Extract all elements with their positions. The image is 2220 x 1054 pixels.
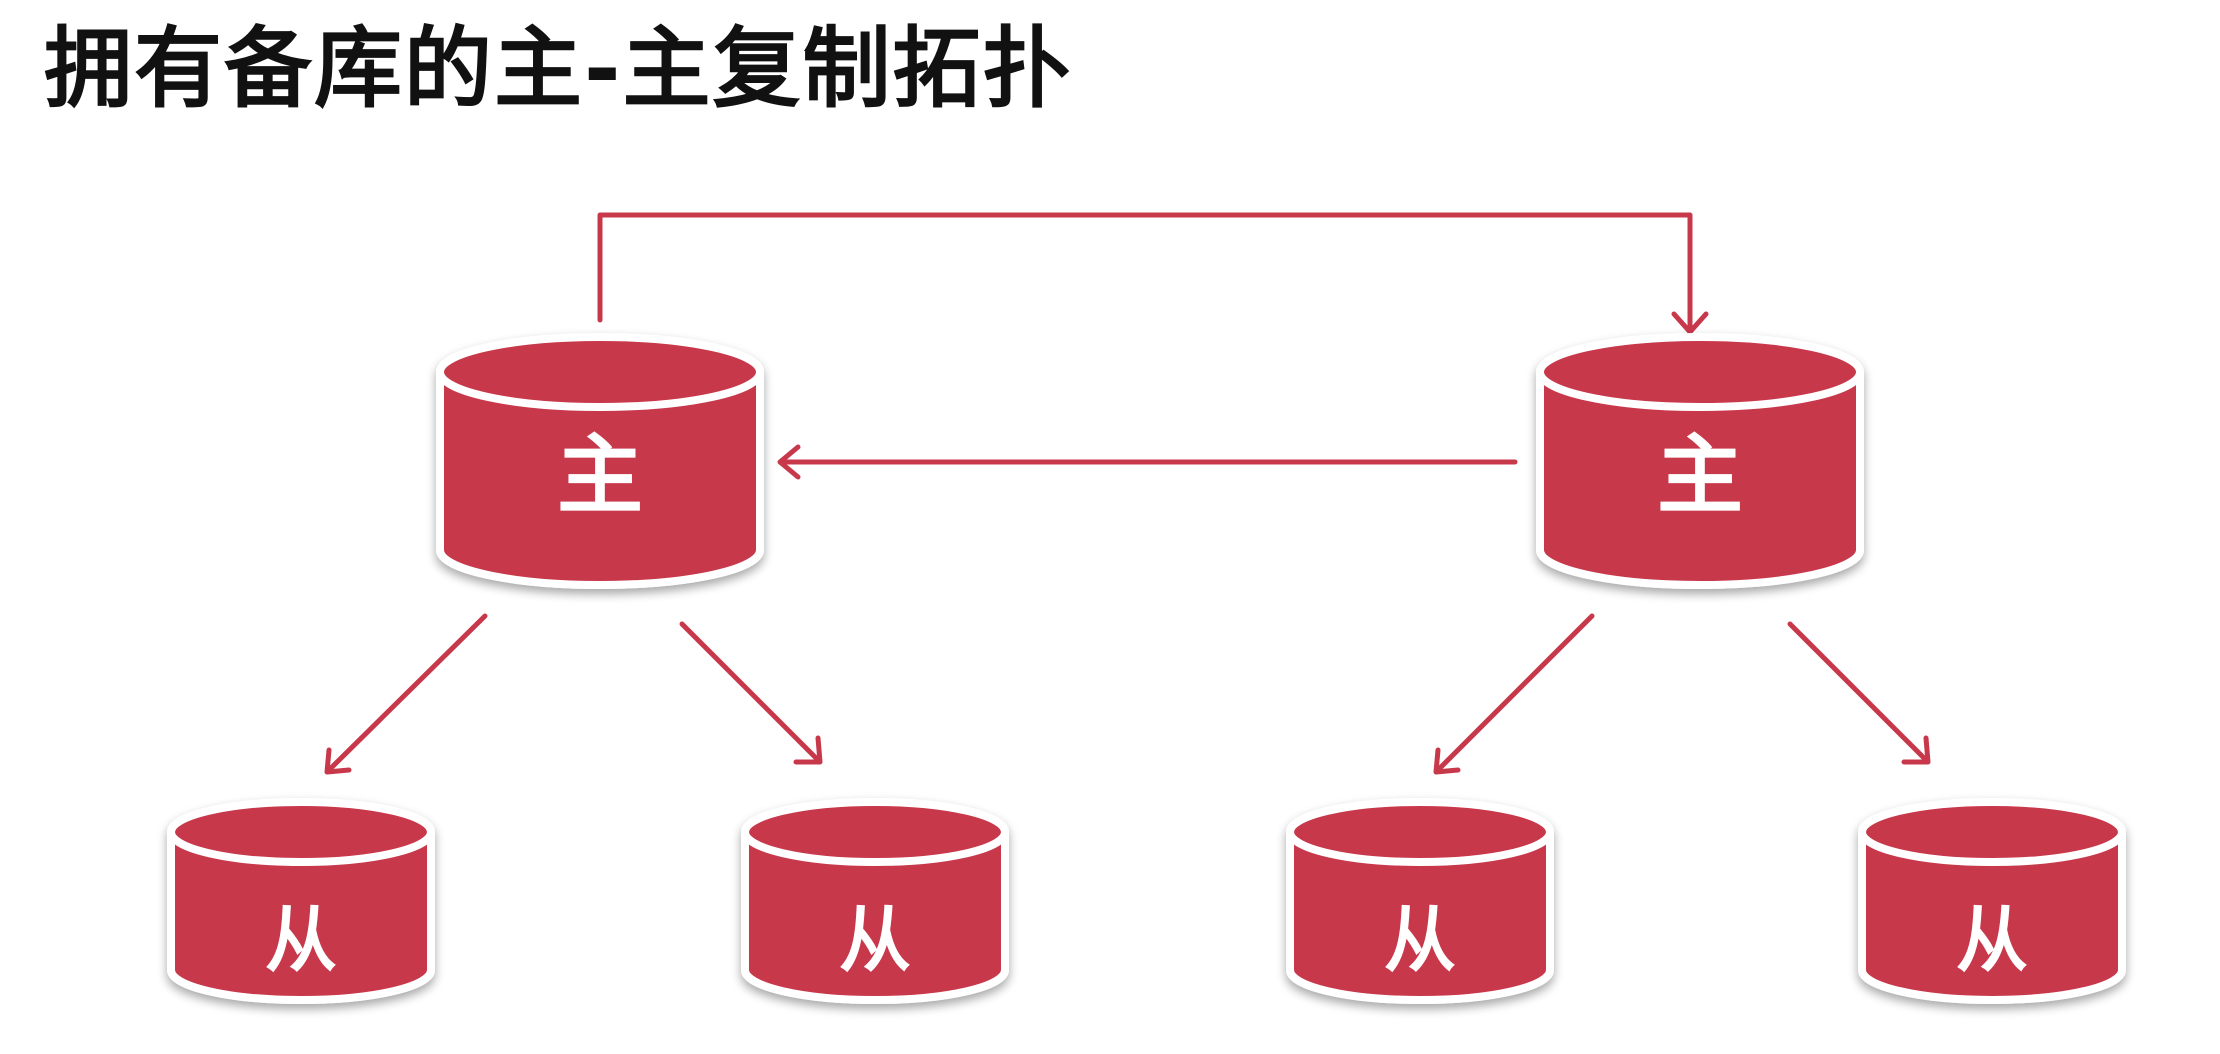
slave-db-1: 从 bbox=[167, 798, 435, 1004]
edge-master-right-to-master-left bbox=[777, 444, 1518, 480]
page-title: 拥有备库的主-主复制拓扑 bbox=[44, 17, 1073, 120]
edge-master-left-to-slave-2 bbox=[679, 621, 823, 765]
edge-master-left-to-master-right bbox=[597, 212, 1709, 335]
slave-db-4: 从 bbox=[1858, 798, 2126, 1004]
slave-3-label: 从 bbox=[1384, 898, 1456, 982]
edge-master-right-to-slave-4 bbox=[1787, 621, 1931, 765]
slave-db-3: 从 bbox=[1286, 798, 1554, 1004]
master-db-left: 主 bbox=[436, 333, 764, 589]
edge-master-right-to-slave-3 bbox=[1433, 613, 1595, 775]
master-right-label: 主 bbox=[1657, 426, 1743, 526]
master-db-right: 主 bbox=[1536, 333, 1864, 589]
slave-4-label: 从 bbox=[1956, 898, 2028, 982]
master-left-label: 主 bbox=[557, 426, 643, 526]
slave-2-label: 从 bbox=[839, 898, 911, 982]
slave-db-2: 从 bbox=[741, 798, 1009, 1004]
slave-1-label: 从 bbox=[265, 898, 337, 982]
edge-master-left-to-slave-1 bbox=[324, 613, 488, 775]
